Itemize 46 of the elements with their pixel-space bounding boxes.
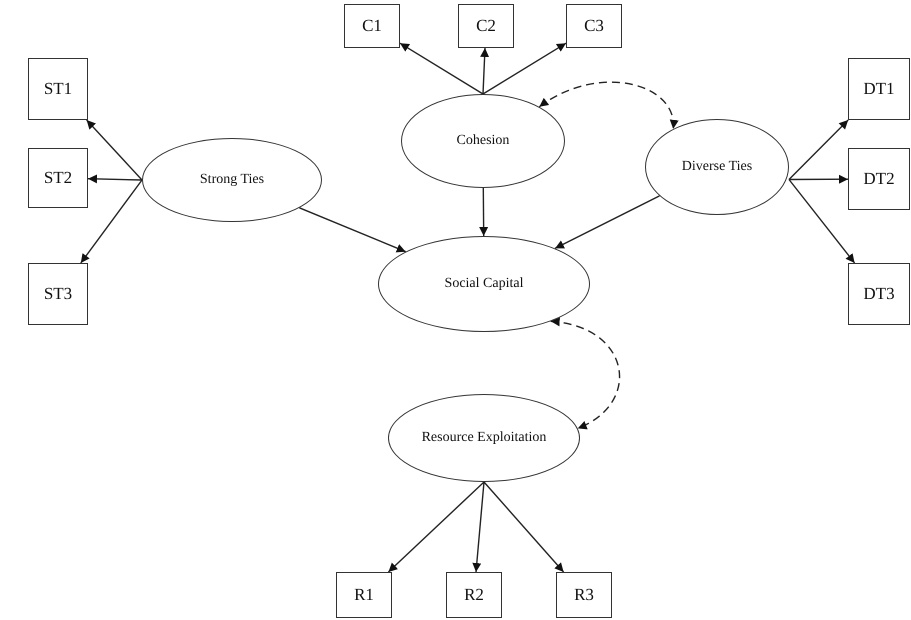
indicator-box bbox=[556, 572, 612, 618]
node-label: DT3 bbox=[863, 284, 895, 304]
arrow bbox=[80, 180, 143, 264]
node-label: Social Capital bbox=[444, 276, 524, 292]
arrow bbox=[400, 42, 484, 95]
indicator-box bbox=[458, 4, 514, 48]
node-label: DT1 bbox=[863, 79, 895, 99]
indicator-box bbox=[566, 4, 622, 48]
arrow bbox=[789, 174, 848, 184]
node-label: R2 bbox=[464, 585, 484, 605]
node-label: R1 bbox=[354, 585, 374, 605]
node-label: ST2 bbox=[44, 168, 72, 188]
indicator-box bbox=[446, 572, 502, 618]
indicator-box bbox=[848, 148, 910, 210]
arrow bbox=[86, 120, 143, 180]
indicator-box bbox=[848, 58, 910, 120]
node-label: C1 bbox=[362, 16, 382, 36]
arrow bbox=[788, 120, 849, 180]
indicator-box bbox=[848, 263, 910, 325]
node-label: Cohesion bbox=[456, 133, 510, 149]
arrow bbox=[472, 482, 485, 572]
node-label: Diverse Ties bbox=[682, 159, 752, 175]
arrow bbox=[554, 195, 660, 250]
arrow bbox=[788, 179, 856, 264]
indicator-box bbox=[344, 4, 400, 48]
node-label: Resource Exploitation bbox=[422, 430, 546, 446]
arrow bbox=[483, 482, 564, 572]
arrow bbox=[388, 482, 484, 572]
indicator-box bbox=[336, 572, 392, 618]
node-label: C2 bbox=[476, 16, 496, 36]
node-label: ST1 bbox=[44, 79, 72, 99]
node-label: Strong Ties bbox=[200, 172, 264, 188]
covariance-arrow bbox=[550, 318, 620, 430]
covariance-arrow bbox=[538, 82, 678, 129]
indicator-box bbox=[28, 58, 88, 120]
node-label: DT2 bbox=[863, 169, 895, 189]
arrow bbox=[299, 207, 406, 252]
arrow bbox=[480, 48, 490, 94]
arrow bbox=[88, 174, 142, 184]
node-label: ST3 bbox=[44, 284, 72, 304]
indicator-box bbox=[28, 263, 88, 325]
node-label: R3 bbox=[574, 585, 594, 605]
indicator-box bbox=[28, 148, 88, 208]
node-label: C3 bbox=[584, 16, 604, 36]
arrow bbox=[482, 42, 566, 95]
arrow bbox=[479, 188, 488, 236]
